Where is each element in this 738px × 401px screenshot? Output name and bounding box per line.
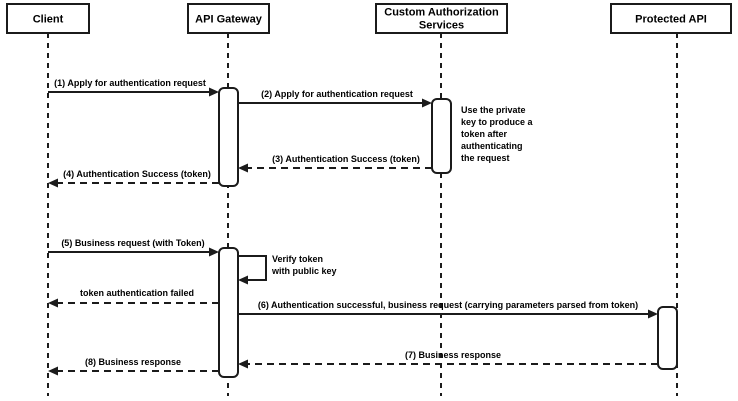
actor-client[interactable]: Client <box>6 3 90 34</box>
message-7-label: (7) Business response <box>405 350 501 360</box>
message-4-label: (4) Authentication Success (token) <box>63 169 211 179</box>
note-private-key-line-3: token after <box>461 129 508 139</box>
message-token-authentication-failed[interactable]: token authentication failed <box>48 288 219 308</box>
actor-box-api-gateway[interactable] <box>187 3 270 34</box>
message-6-arrowhead <box>648 309 658 319</box>
message-1-label: (1) Apply for authentication request <box>54 78 206 88</box>
actor-custom-authorization-services[interactable]: Custom Authorization Services <box>375 3 508 34</box>
actor-label-custom-authorization-services: Custom Authorization <box>384 6 499 18</box>
message-8-label: (8) Business response <box>85 357 181 367</box>
message-8-arrowhead <box>48 366 58 376</box>
actor-box-client[interactable] <box>6 3 90 34</box>
message-token-authentication-failed-label: token authentication failed <box>80 288 194 298</box>
activation-auth-service[interactable] <box>431 98 452 174</box>
actor-api-gateway[interactable]: API Gateway <box>187 3 270 34</box>
message-7-arrowhead <box>238 359 248 369</box>
actor-label-custom-authorization-services-line2: Services <box>419 19 464 31</box>
note-private-key-line-5: the request <box>461 153 510 163</box>
message-3-label: (3) Authentication Success (token) <box>272 154 420 164</box>
message-8[interactable]: (8) Business response <box>48 357 219 376</box>
message-4[interactable]: (4) Authentication Success (token) <box>48 169 219 188</box>
message-self-verify-line <box>238 255 267 281</box>
message-token-authentication-failed-arrowhead <box>48 298 58 308</box>
message-5-label: (5) Business request (with Token) <box>61 238 204 248</box>
message-1[interactable]: (1) Apply for authentication request <box>48 78 219 97</box>
actor-label-protected-api: Protected API <box>635 13 707 25</box>
message-self-verify-label-line2: with public key <box>271 266 337 276</box>
actor-protected-api[interactable]: Protected API <box>610 3 732 34</box>
actor-label-api-gateway: API Gateway <box>195 13 263 25</box>
activation-gateway-business[interactable] <box>218 247 239 378</box>
activation-bars <box>218 87 678 378</box>
message-2-arrowhead <box>422 98 432 108</box>
message-3-arrowhead <box>238 163 248 173</box>
message-7[interactable]: (7) Business response <box>238 350 658 369</box>
actor-box-custom-authorization-services[interactable] <box>375 3 508 34</box>
note-private-key-line-2: key to produce a <box>461 117 534 127</box>
message-6[interactable]: (6) Authentication successful, business … <box>238 300 658 319</box>
message-1-arrowhead <box>209 87 219 97</box>
message-self-verify-label-line1: Verify token <box>272 254 323 264</box>
message-5-arrowhead <box>209 247 219 257</box>
note-private-key-line-1: Use the private <box>461 105 526 115</box>
note-private-key: Use the private key to produce a token a… <box>461 105 534 163</box>
message-4-arrowhead <box>48 178 58 188</box>
message-2-label: (2) Apply for authentication request <box>261 89 413 99</box>
note-private-key-line-4: authenticating <box>461 141 523 151</box>
activation-protected-api[interactable] <box>657 306 678 370</box>
actor-headers: Client API Gateway Custom Authorization … <box>6 3 732 34</box>
message-5[interactable]: (5) Business request (with Token) <box>48 238 219 257</box>
message-6-label: (6) Authentication successful, business … <box>258 300 638 310</box>
message-2[interactable]: (2) Apply for authentication request <box>238 89 432 108</box>
activation-gateway-auth[interactable] <box>218 87 239 187</box>
message-self-verify[interactable]: Verify token with public key <box>238 254 337 285</box>
message-3[interactable]: (3) Authentication Success (token) <box>238 154 432 173</box>
actor-label-client: Client <box>33 13 64 25</box>
actor-box-protected-api[interactable] <box>610 3 732 34</box>
message-self-verify-arrowhead <box>238 275 248 285</box>
